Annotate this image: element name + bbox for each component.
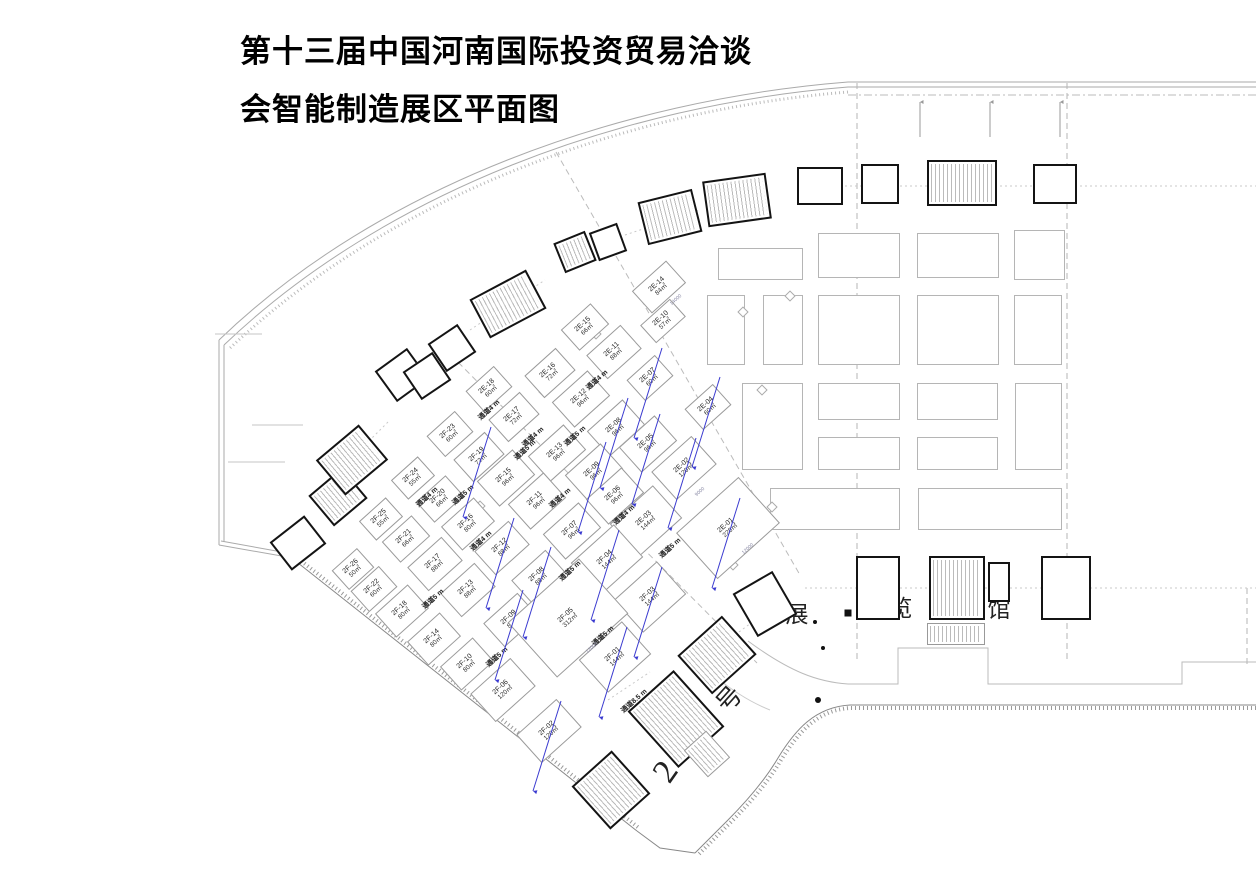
unassigned-space xyxy=(917,233,999,278)
stair-hatch xyxy=(558,236,592,268)
structural-room xyxy=(571,750,651,830)
structural-room xyxy=(1041,556,1091,620)
stair-hatch xyxy=(577,756,645,824)
structural-room xyxy=(861,164,899,204)
structural-room xyxy=(797,167,843,205)
plan-title-line2: 会智能制造展区平面图 xyxy=(240,92,560,127)
stair-hatch xyxy=(474,274,542,334)
unassigned-space xyxy=(818,233,900,278)
structural-room xyxy=(702,172,772,228)
structural-room xyxy=(927,160,997,206)
structural-room xyxy=(677,615,757,695)
structural-room xyxy=(269,515,327,571)
reference-dot xyxy=(813,620,817,624)
dimension-label: 9000 xyxy=(693,486,707,498)
unassigned-space xyxy=(917,437,998,470)
entrance-arrows xyxy=(919,100,1064,137)
unassigned-space xyxy=(918,488,1062,530)
structural-room xyxy=(988,562,1010,602)
reference-dot xyxy=(821,646,825,650)
structural-room xyxy=(1033,164,1077,204)
stair-hatch xyxy=(642,193,698,241)
unassigned-space xyxy=(1014,295,1062,365)
structural-room xyxy=(469,269,547,339)
unassigned-space xyxy=(770,488,900,530)
stair-hatch xyxy=(931,164,993,202)
unassigned-space xyxy=(917,383,998,420)
unassigned-space xyxy=(742,383,803,470)
structural-room xyxy=(856,556,900,620)
reference-square-marker xyxy=(844,609,852,617)
unassigned-space xyxy=(818,437,900,470)
hall-boundary-outline xyxy=(699,640,1256,711)
hall-guan-character: 馆 xyxy=(987,597,1011,622)
stair-hatch xyxy=(682,621,752,689)
unassigned-space xyxy=(718,248,803,280)
unassigned-space xyxy=(1015,383,1062,470)
stair-hatch xyxy=(933,560,981,616)
unassigned-space xyxy=(707,295,745,365)
plan-title-line1: 第十三届中国河南国际投资贸易洽谈 xyxy=(240,34,752,69)
structural-room xyxy=(637,188,703,246)
unassigned-space xyxy=(917,295,999,365)
structural-room xyxy=(929,556,985,620)
aisle-label: 通道5 m xyxy=(421,588,446,611)
unassigned-space xyxy=(818,295,900,365)
unassigned-space xyxy=(1014,230,1065,280)
staircase xyxy=(927,623,985,645)
stair-hatch xyxy=(688,734,726,774)
unassigned-space xyxy=(763,295,803,365)
stair-hatch xyxy=(930,626,982,642)
stair-hatch xyxy=(706,177,768,223)
aisle-label: 通道5 m xyxy=(658,537,683,560)
reference-dot xyxy=(815,697,821,703)
unassigned-space xyxy=(818,383,900,420)
